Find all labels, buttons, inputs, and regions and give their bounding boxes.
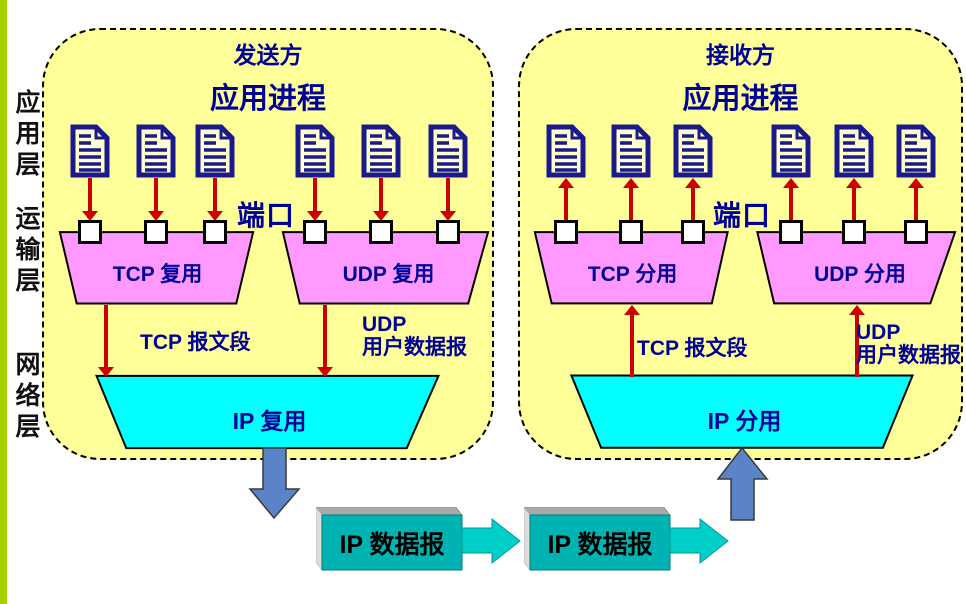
udp-demux-trapezoid xyxy=(756,231,957,305)
document-icon xyxy=(770,124,812,178)
receiver-app-process-label: 应用进程 xyxy=(682,83,799,115)
document-icon xyxy=(427,124,469,178)
port-square xyxy=(78,220,102,244)
layer-label-application: 应用层 xyxy=(15,89,41,179)
right-block-arrow-icon xyxy=(461,517,521,565)
receiver-trapezoids xyxy=(533,231,957,449)
receiver-panel: 接收方 应用进程 端口 TCP 分用 UDP 分用 IP 分用 xyxy=(518,28,963,460)
port-square xyxy=(681,220,705,244)
ip-datagram-label: IP 数据报 xyxy=(547,530,653,559)
receiver-port-label: 端口 xyxy=(713,200,772,231)
right-block-arrow-icon xyxy=(669,517,729,565)
udp-demux-label: UDP 分用 xyxy=(814,263,906,286)
document-icon xyxy=(833,124,875,178)
sender-panel: 发送方 应用进程 端口 TCP 复用 UDP 复用 IP 复用 xyxy=(42,28,494,460)
down-arrow-icon xyxy=(148,178,164,221)
udp-datagram-line2: 用户数据报 xyxy=(362,336,467,359)
udp-datagram-line1: UDP xyxy=(856,321,901,344)
left-accent-bar xyxy=(0,0,7,604)
down-arrow-icon xyxy=(440,178,456,221)
box-top-bevel xyxy=(524,507,671,516)
ip-datagram-label: IP 数据报 xyxy=(339,530,445,559)
tcp-segment-label: TCP 报文段 xyxy=(140,331,251,354)
port-square xyxy=(842,220,866,244)
down-arrow-icon xyxy=(82,178,98,221)
up-arrow-icon xyxy=(624,305,640,377)
up-arrow-icon xyxy=(558,178,574,221)
receiver-title: 接收方 xyxy=(706,42,775,68)
sender-port-label: 端口 xyxy=(237,200,296,231)
port-square xyxy=(619,220,643,244)
layer-label-transport: 运输层 xyxy=(15,205,41,295)
port-square xyxy=(369,220,393,244)
document-icon xyxy=(194,124,236,178)
port-square xyxy=(203,220,227,244)
down-arrow-icon xyxy=(98,305,114,377)
up-arrow-icon xyxy=(623,178,639,221)
down-arrow-icon xyxy=(317,305,333,377)
down-arrow-icon xyxy=(373,178,389,221)
udp-mux-trapezoid xyxy=(281,231,490,305)
ip-datagram-unit-2: IP 数据报 xyxy=(524,507,729,571)
up-arrow-icon xyxy=(846,178,862,221)
tcp-segment-label: TCP 报文段 xyxy=(637,337,748,360)
box-top-bevel xyxy=(316,507,463,516)
document-icon xyxy=(610,124,652,178)
udp-datagram-label: UDP 用户数据报 xyxy=(856,321,961,367)
ip-datagram-box-graphic xyxy=(524,507,729,571)
port-square xyxy=(303,220,327,244)
tcp-mux-trapezoid xyxy=(58,231,255,305)
ip-demux-label: IP 分用 xyxy=(707,408,782,434)
up-arrow-icon xyxy=(783,178,799,221)
document-icon xyxy=(895,124,937,178)
udp-datagram-label: UDP 用户数据报 xyxy=(362,313,467,359)
udp-datagram-line1: UDP xyxy=(362,313,407,336)
sender-title: 发送方 xyxy=(233,42,303,68)
up-arrow-icon xyxy=(849,305,865,377)
udp-mux-label: UDP 复用 xyxy=(342,263,435,286)
udp-datagram-line2: 用户数据报 xyxy=(856,344,961,367)
document-icon xyxy=(135,124,177,178)
tcp-demux-label: TCP 分用 xyxy=(587,263,678,286)
document-icon xyxy=(69,124,111,178)
document-icon xyxy=(545,124,587,178)
port-square xyxy=(779,220,803,244)
down-arrow-icon xyxy=(207,178,223,221)
document-icon xyxy=(672,124,714,178)
port-square xyxy=(904,220,928,244)
tcp-demux-trapezoid xyxy=(533,231,729,305)
ip-datagram-box-graphic xyxy=(316,507,521,571)
port-square xyxy=(554,220,578,244)
ip-datagram-unit-1: IP 数据报 xyxy=(316,507,521,571)
port-square xyxy=(436,220,460,244)
document-icon xyxy=(294,124,336,178)
ip-mux-label: IP 复用 xyxy=(232,408,307,434)
document-icon xyxy=(360,124,402,178)
down-arrow-icon xyxy=(307,178,323,221)
box-face xyxy=(321,514,463,571)
layer-label-network: 网络层 xyxy=(15,351,41,441)
up-arrow-icon xyxy=(685,178,701,221)
port-square xyxy=(144,220,168,244)
sender-trapezoids xyxy=(58,231,490,450)
ip-demux-trapezoid xyxy=(569,374,915,449)
sender-app-process-label: 应用进程 xyxy=(209,83,326,115)
tcp-mux-label: TCP 复用 xyxy=(112,263,203,286)
up-arrow-icon xyxy=(908,178,924,221)
box-face xyxy=(529,514,671,571)
